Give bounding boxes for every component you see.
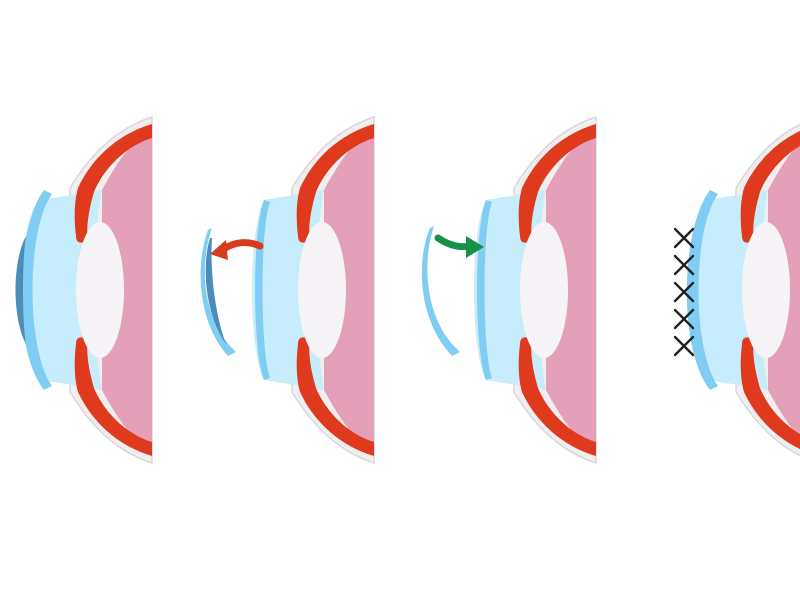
remove-arrow-icon	[210, 240, 228, 260]
insert-arrow-icon	[466, 236, 484, 258]
panel-diseased-cornea	[15, 116, 153, 464]
suture-mark	[673, 308, 695, 330]
donor-cornea	[421, 226, 460, 356]
removed-scar	[205, 238, 226, 344]
new-cornea	[686, 190, 718, 390]
suture-mark	[673, 281, 695, 303]
insert-arrow-shaft	[434, 234, 474, 251]
cornea-rim	[477, 200, 492, 380]
suture-mark	[673, 335, 695, 357]
panel-cornea-sutured	[673, 116, 800, 464]
panel-cornea-removed	[200, 116, 375, 464]
suture-mark	[673, 254, 695, 276]
panel-donor-placed	[421, 116, 597, 464]
corneal-scar	[15, 236, 26, 344]
cornea	[20, 190, 52, 390]
removed-cornea	[200, 228, 236, 356]
suture-mark	[673, 227, 695, 249]
suture-marks	[673, 227, 695, 357]
